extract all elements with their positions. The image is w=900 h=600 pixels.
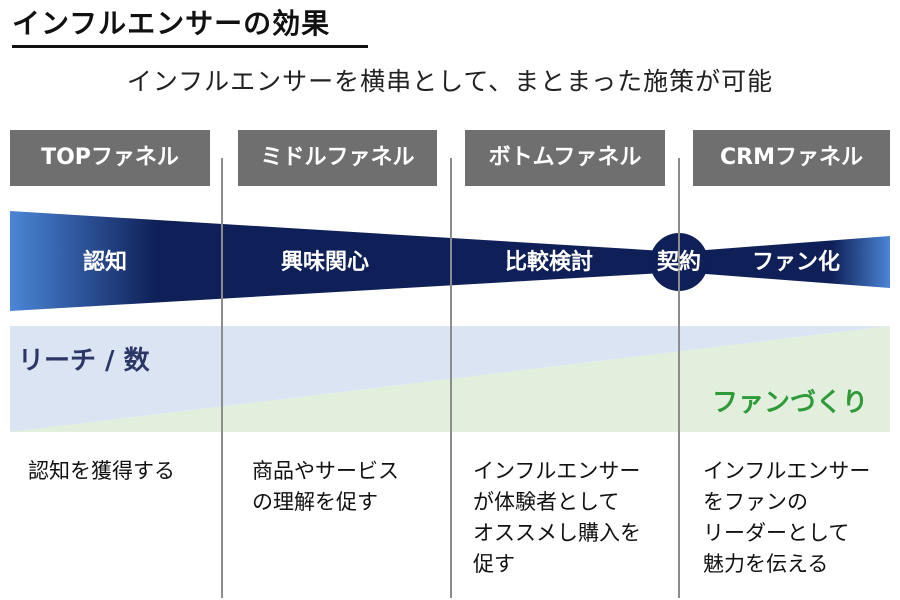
phase-fan: ファン化	[752, 250, 841, 275]
subtitle: インフルエンサーを横串として、まとまった施策が可能	[126, 67, 774, 96]
stage-header-middle: ミドルファネル	[238, 130, 437, 186]
page-title: インフルエンサーの効果	[12, 7, 331, 40]
stage-description-crm: インフルエンサー をファンの リーダーとして 魅力を伝える	[703, 459, 871, 576]
stage-separator	[450, 158, 452, 598]
stage-description-top: 認知を獲得する	[28, 459, 175, 483]
funnel-left-band	[10, 211, 680, 311]
stage-header-top: TOPファネル	[10, 130, 210, 186]
stage-separator	[221, 158, 223, 598]
fan-building-label: ファンづくり	[712, 388, 869, 418]
stage-header-crm: CRMファネル	[693, 130, 890, 186]
contract-label: 契約	[657, 250, 702, 275]
phase-awareness: 認知	[83, 250, 128, 275]
phase-consideration: 比較検討	[505, 250, 594, 275]
funnel-right-band	[680, 236, 890, 288]
stage-separator	[678, 158, 680, 598]
stage-description-middle: 商品やサービス の理解を促す	[252, 459, 399, 514]
title-underline	[12, 45, 368, 48]
phase-interest: 興味関心	[281, 250, 370, 275]
reach-label: リーチ / 数	[18, 346, 150, 376]
stage-description-bottom: インフルエンサー が体験者として オススメし購入を 促す	[473, 459, 641, 576]
stage-header-bottom: ボトムファネル	[465, 130, 665, 186]
